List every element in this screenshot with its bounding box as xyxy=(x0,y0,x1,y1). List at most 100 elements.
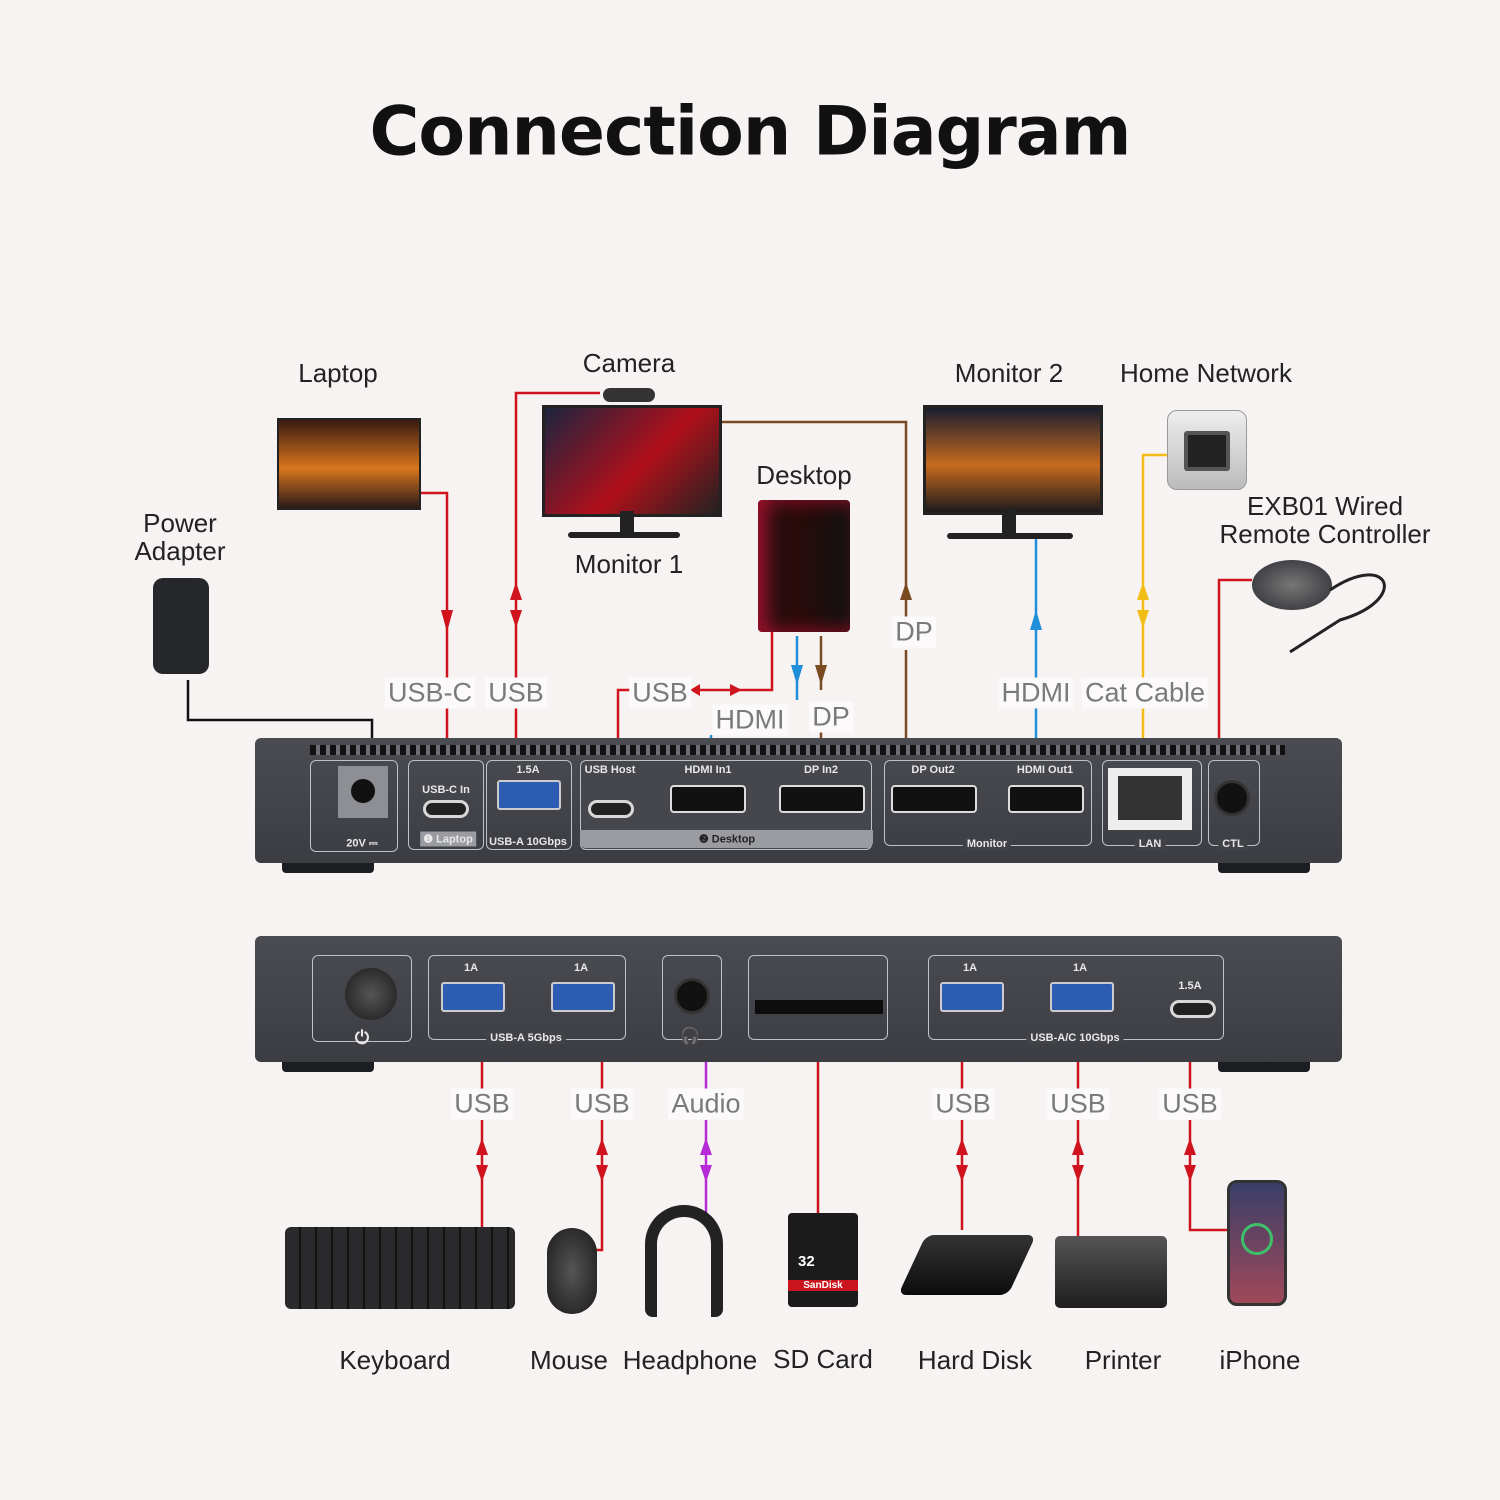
port-label-dp-in2: DP In2 xyxy=(803,764,839,776)
arrow-icon xyxy=(1072,1138,1084,1182)
camera-image xyxy=(603,388,655,402)
ethernet-wall-jack-icon xyxy=(1167,410,1247,490)
label-hard-disk: Hard Disk xyxy=(917,1345,1033,1375)
mouse-image xyxy=(547,1228,597,1314)
sd-card-slot[interactable] xyxy=(755,1000,883,1014)
label-camera: Camera xyxy=(582,348,676,378)
laptop-group xyxy=(408,760,484,850)
camera-usb-cable xyxy=(514,391,600,756)
cable-label-dp-out: DP xyxy=(892,616,936,648)
label-monitor1: Monitor 1 xyxy=(574,549,684,579)
label-sd-card: SD Card xyxy=(773,1344,873,1374)
arrow-icon xyxy=(956,1138,968,1182)
arrow-icon xyxy=(510,582,522,628)
audio-group xyxy=(662,955,722,1040)
cable-label-usb-host: USB xyxy=(629,677,691,709)
port-label-dp-out2: DP Out2 xyxy=(911,764,955,776)
arrow-icon xyxy=(700,1138,712,1182)
sd-card-image: 32 SanDisk xyxy=(788,1213,858,1307)
page-title: Connection Diagram xyxy=(369,92,1131,172)
arrow-icon xyxy=(1030,610,1042,630)
port-label-usbac-10g: USB-A/C 10Gbps xyxy=(1026,1032,1124,1044)
ctl-port[interactable] xyxy=(1214,780,1250,816)
monitor2-image xyxy=(923,405,1103,515)
usba-5g-port-1[interactable] xyxy=(441,982,505,1012)
hdmi-in1-port[interactable] xyxy=(670,785,746,813)
usba-10g-port-2[interactable] xyxy=(1050,982,1114,1012)
power-button[interactable] xyxy=(345,968,397,1020)
usbc-10g-port[interactable] xyxy=(1170,1000,1216,1018)
cable-label-usb: USB xyxy=(451,1088,513,1120)
sd-card-capacity: 32 xyxy=(798,1253,815,1270)
port-label-1a: 1A xyxy=(573,962,589,974)
arrow-icon xyxy=(815,665,827,685)
usba-10g-port[interactable] xyxy=(497,780,561,810)
dock-foot xyxy=(1218,863,1310,873)
port-label-usba-5g: USB-A 5Gbps xyxy=(486,1032,566,1044)
label-printer: Printer xyxy=(1084,1345,1162,1375)
label-monitor2: Monitor 2 xyxy=(954,358,1064,388)
label-line: Power xyxy=(143,508,217,538)
port-label-1a: 1A xyxy=(463,962,479,974)
monitor2-stand xyxy=(1002,509,1016,533)
usba-10g-group xyxy=(486,760,572,850)
group-label-laptop: ❶ Laptop xyxy=(420,831,476,847)
port-label-1a: 1A xyxy=(962,962,978,974)
arrow-icon xyxy=(1137,582,1149,628)
cable-label-usbc: USB-C xyxy=(384,677,476,709)
label-line: EXB01 Wired xyxy=(1246,491,1404,521)
port-label-1-5a: 1.5A xyxy=(516,764,540,776)
keyboard-image xyxy=(285,1227,515,1309)
laptop-usbc-cable xyxy=(418,491,449,756)
port-label-ctl: CTL xyxy=(1218,838,1248,850)
laptop-image xyxy=(277,418,421,510)
label-home-network: Home Network xyxy=(1120,358,1292,388)
cable-label-cat: Cat Cable xyxy=(1081,677,1209,709)
cable-label-dp-in: DP xyxy=(809,701,853,733)
power-button-group xyxy=(312,955,412,1042)
power-group xyxy=(310,760,398,852)
sd-card-brand: SanDisk xyxy=(788,1280,858,1291)
dock-foot xyxy=(1218,1062,1310,1072)
iphone-image xyxy=(1227,1180,1287,1306)
arrowheads xyxy=(441,582,1196,1182)
monitor1-stand xyxy=(620,511,634,533)
label-laptop: Laptop xyxy=(298,358,378,388)
group-label-monitor: Monitor xyxy=(962,838,1012,850)
port-label-usb-host: USB Host xyxy=(584,764,636,776)
dc-power-port[interactable] xyxy=(338,766,388,818)
usba-10g-port-1[interactable] xyxy=(940,982,1004,1012)
label-keyboard: Keyboard xyxy=(339,1345,451,1375)
arrow-icon xyxy=(690,684,742,696)
dock-front-panel xyxy=(255,936,1342,1062)
cable-label-usb: USB xyxy=(571,1088,633,1120)
hdmi-out1-port[interactable] xyxy=(1008,785,1084,813)
monitor2-base xyxy=(947,533,1073,539)
usba-5g-port-2[interactable] xyxy=(551,982,615,1012)
dp-out2-port[interactable] xyxy=(891,785,977,813)
lan-port[interactable] xyxy=(1108,768,1192,830)
remote-controller-cable xyxy=(1289,573,1386,654)
usbc-in-port[interactable] xyxy=(423,800,469,818)
iphone-usb-cable xyxy=(1188,1050,1228,1232)
remote-controller-image xyxy=(1252,560,1332,610)
cable-label-hdmi-out: HDMI xyxy=(998,677,1074,709)
usb-host-port[interactable] xyxy=(588,800,634,818)
port-label-usbc-in: USB-C In xyxy=(422,784,470,796)
label-line: Adapter xyxy=(134,536,226,566)
arrow-icon xyxy=(1184,1138,1196,1182)
sd-card-group xyxy=(748,955,888,1040)
arrow-icon xyxy=(900,582,912,600)
label-line: Remote Controller xyxy=(1219,519,1431,549)
port-label-hdmi-out1: HDMI Out1 xyxy=(1016,764,1074,776)
printer-image xyxy=(1055,1236,1167,1308)
audio-jack-port[interactable] xyxy=(674,978,710,1014)
headphone-icon: 🎧 xyxy=(680,1028,700,1045)
label-mouse: Mouse xyxy=(529,1345,609,1375)
dock-vent xyxy=(310,745,1285,755)
label-headphone: Headphone xyxy=(622,1345,758,1375)
dp-in2-port[interactable] xyxy=(779,785,865,813)
power-icon: ⏻ xyxy=(354,1027,370,1048)
